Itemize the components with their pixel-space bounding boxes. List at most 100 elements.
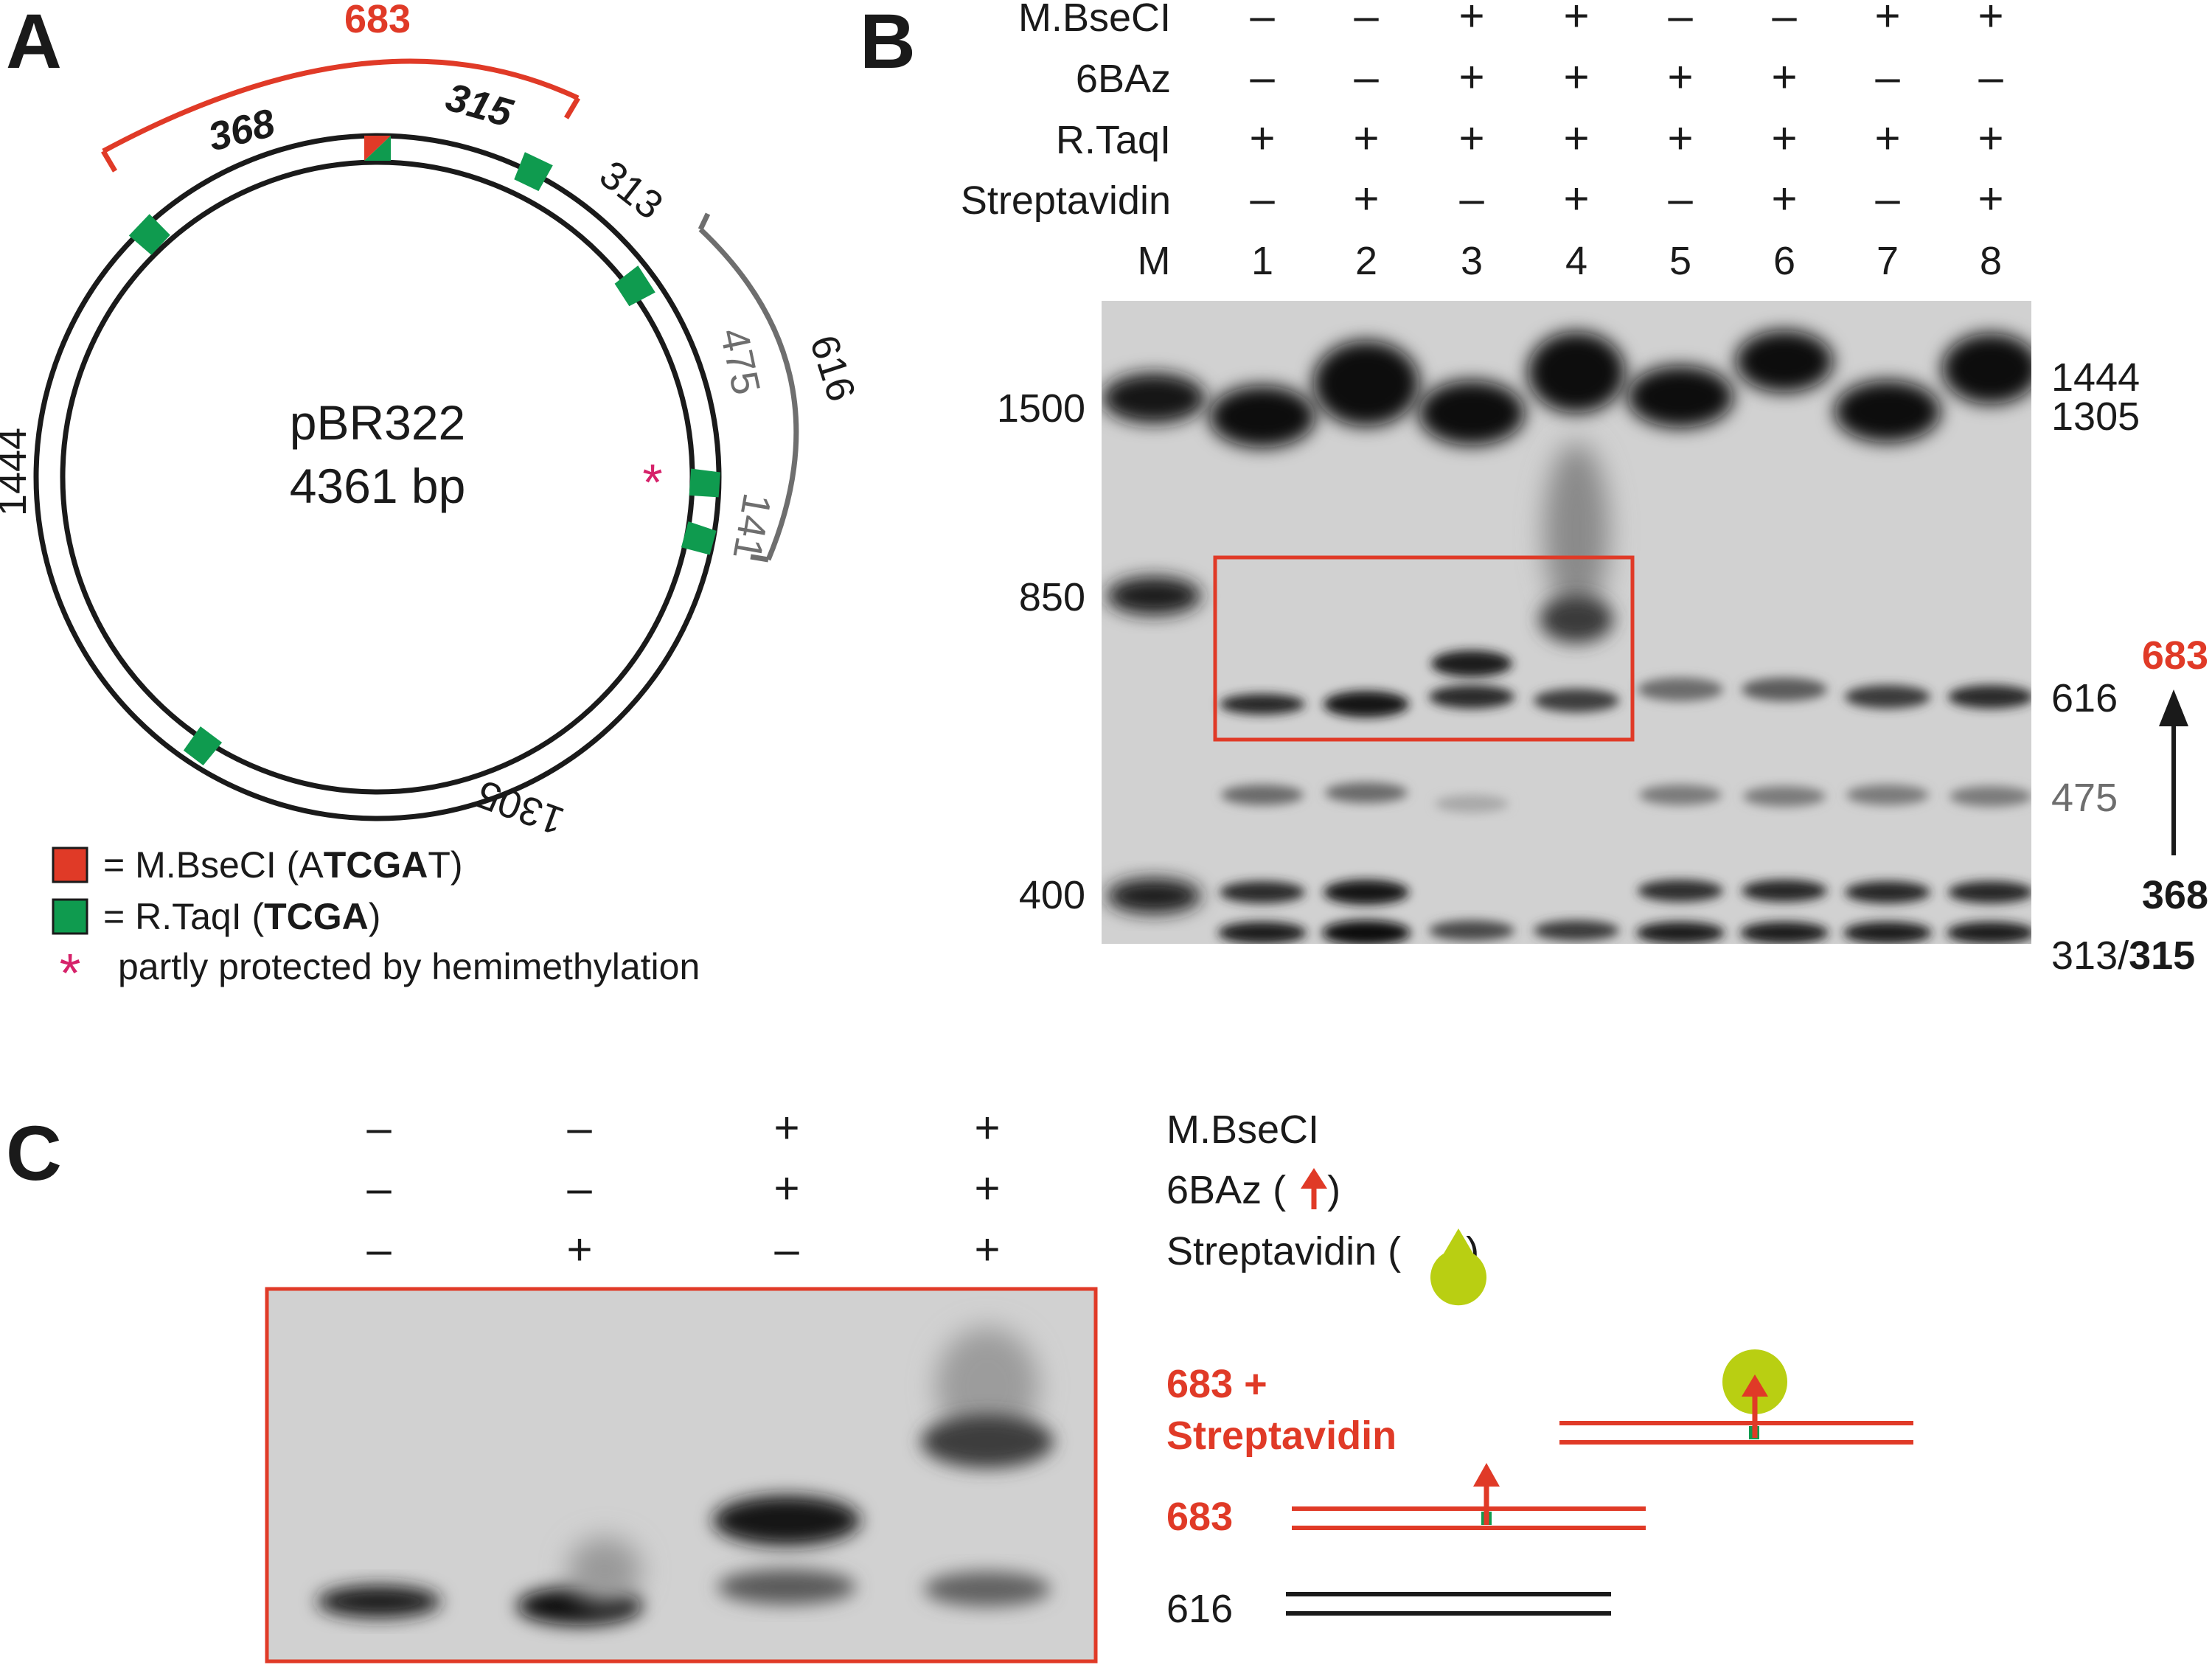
- size-368: 368: [2142, 873, 2208, 917]
- size-1444: 1444: [2051, 355, 2140, 400]
- legend-asterisk-text: partly protected by hemimethylation: [118, 946, 700, 987]
- row-label-streptavidin: Streptavidin: [961, 178, 1171, 223]
- panel-a-legend: = M.BseCI (ATCGAT) = R.TaqI (TCGA) * par…: [52, 844, 700, 1004]
- condition-sign: +: [1978, 0, 2003, 41]
- band: [1636, 922, 1725, 944]
- condition-sign: +: [1563, 114, 1589, 163]
- smear: [568, 1537, 641, 1604]
- band: [1742, 678, 1827, 701]
- band: [1324, 691, 1409, 717]
- panel-b: B M.BseCI 6BAz R.TaqI Streptavidin ––++–…: [860, 0, 2208, 978]
- c-row-label-streptavidin: Streptavidin (): [1166, 1229, 1479, 1273]
- band: [921, 1415, 1054, 1468]
- shift-arrow-head: [2159, 689, 2188, 726]
- band: [1742, 880, 1827, 902]
- band: [1534, 920, 1619, 941]
- hemimethylation-asterisk: *: [642, 453, 662, 511]
- size-616: 616: [2051, 676, 2118, 720]
- legend-asterisk-symbol: *: [60, 942, 81, 1004]
- panel-b-letter: B: [860, 0, 916, 85]
- condition-sign: +: [1563, 52, 1589, 102]
- marker-850: 850: [1019, 575, 1085, 619]
- marker-400: 400: [1019, 873, 1085, 917]
- condition-sign: +: [1978, 174, 2003, 223]
- condition-sign: –: [1875, 174, 1900, 223]
- legend-green-swatch: [52, 898, 88, 935]
- condition-sign: –: [1250, 0, 1275, 41]
- condition-sign: –: [1250, 52, 1275, 102]
- band: [1736, 330, 1833, 392]
- condition-sign: –: [1668, 0, 1693, 41]
- size-475: 475: [2051, 776, 2118, 820]
- plasmid-size: 4361 bp: [290, 459, 466, 513]
- panel-b-condition-grid: ––++––++––++++––++++++++–+–+–+–+: [1249, 0, 2003, 223]
- condition-sign: +: [1874, 0, 1900, 41]
- band: [1313, 341, 1419, 426]
- 6baz-arrow-icon-head: [1301, 1168, 1327, 1189]
- panel-a-letter: A: [6, 0, 62, 85]
- condition-sign: +: [1458, 0, 1484, 41]
- gel-b: [1102, 301, 2031, 944]
- lane-label: 3: [1461, 239, 1483, 283]
- condition-sign: +: [1667, 52, 1693, 102]
- band: [1221, 785, 1304, 805]
- 6baz-arrow-icon: [1301, 1168, 1327, 1209]
- legend-taqi-text: = R.TaqI (TCGA): [103, 896, 380, 937]
- band: [1435, 795, 1509, 813]
- band: [1638, 880, 1723, 902]
- condition-sign: –: [366, 1164, 392, 1213]
- bracket-683-tick-right: [563, 97, 581, 119]
- band: [1322, 920, 1411, 944]
- row-label-taqi: R.TaqI: [1056, 118, 1171, 162]
- condition-sign: +: [1458, 114, 1484, 163]
- size-1305: 1305: [2051, 394, 2140, 439]
- lane-label: 1: [1251, 239, 1273, 283]
- condition-sign: +: [1978, 114, 2003, 163]
- band: [1845, 685, 1930, 709]
- dna-616: [1286, 1592, 1611, 1616]
- dna-complex: [1559, 1349, 1913, 1445]
- label-1305: 1305: [471, 771, 569, 843]
- taqi-site: [689, 468, 720, 498]
- bracket-616-tick-top: [698, 212, 711, 231]
- condition-sign: –: [366, 1225, 392, 1274]
- label-1444: 1444: [0, 428, 35, 516]
- label-683: 683: [344, 0, 411, 41]
- condition-sign: +: [1771, 52, 1797, 102]
- gel-b-highlight-box: [1213, 555, 1635, 742]
- condition-sign: +: [1771, 114, 1797, 163]
- condition-sign: +: [1353, 114, 1379, 163]
- bracket-683: 683: [100, 0, 581, 173]
- band: [717, 1569, 856, 1605]
- bsecl-site-marker: [364, 136, 391, 161]
- row-label-6baz: 6BAz: [1076, 57, 1171, 101]
- lane-label: 8: [1980, 239, 2002, 283]
- bracket-683-arc: [102, 58, 580, 154]
- lane-label: M: [1138, 239, 1171, 283]
- plasmid-name: pBR322: [290, 395, 466, 450]
- legend-bsecl-text: = M.BseCI (ATCGAT): [103, 844, 463, 886]
- band: [1534, 689, 1619, 712]
- label-475: 475: [712, 324, 768, 399]
- band: [1102, 373, 1206, 423]
- taqi-site: [183, 726, 223, 765]
- schematic-unlabeled: 616: [1166, 1587, 1233, 1631]
- band: [1740, 922, 1829, 944]
- lane-label: 6: [1773, 239, 1795, 283]
- condition-sign: +: [1667, 114, 1693, 163]
- condition-sign: +: [773, 1103, 799, 1153]
- condition-sign: +: [1353, 174, 1379, 223]
- condition-sign: +: [1458, 52, 1484, 102]
- condition-sign: –: [567, 1103, 592, 1153]
- bracket-683-tick-left: [100, 150, 118, 173]
- shift-arrow: [2159, 689, 2188, 855]
- bsecl-site-green: [364, 136, 391, 161]
- gel-c-bands: [317, 1327, 1054, 1625]
- label-616: 616: [801, 330, 864, 406]
- condition-sign: +: [974, 1225, 1000, 1274]
- bracket-616-arc: [698, 227, 799, 561]
- smear: [1544, 442, 1609, 619]
- dna-683: [1292, 1463, 1646, 1530]
- condition-sign: +: [566, 1225, 592, 1274]
